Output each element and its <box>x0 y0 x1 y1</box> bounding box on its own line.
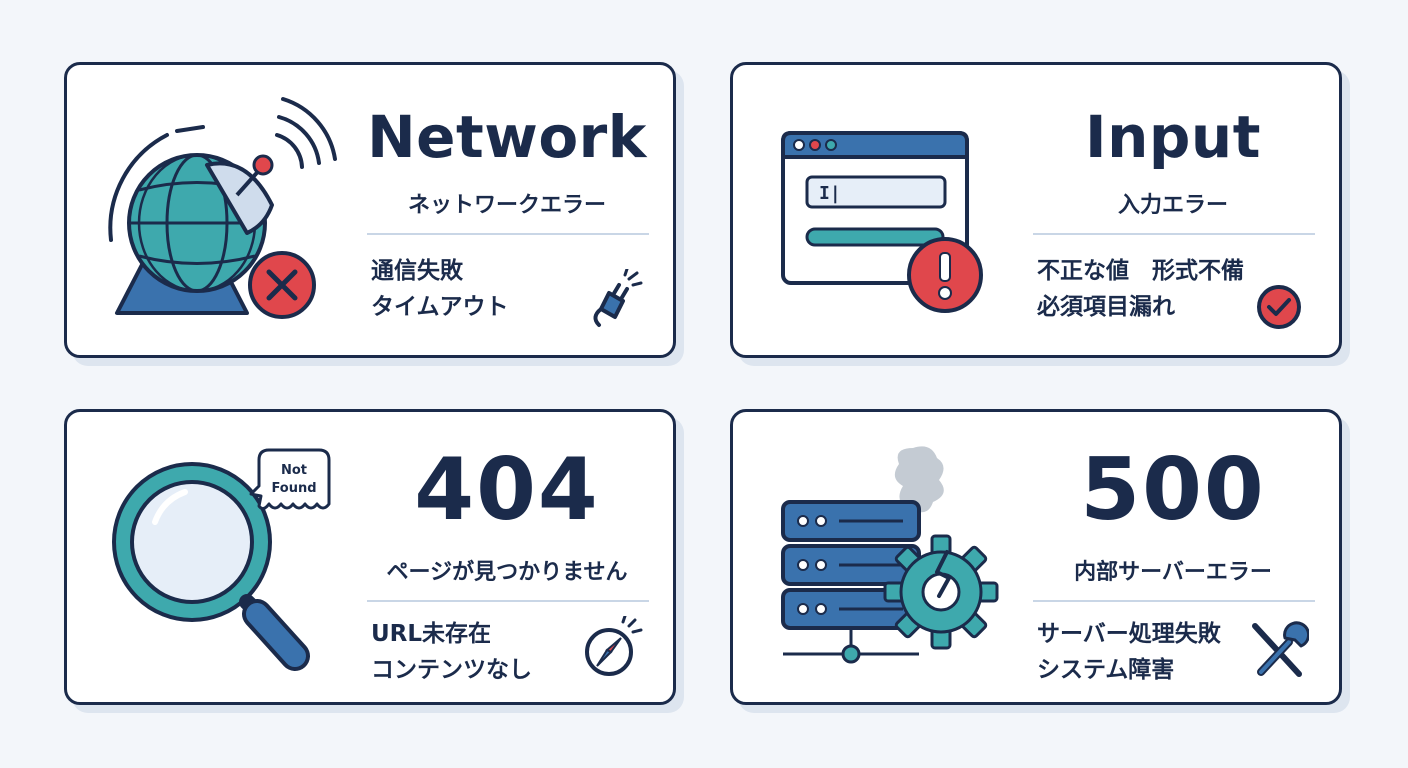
card-details: サーバー処理失敗 システム障害 <box>1037 616 1221 688</box>
check-circle-icon <box>1257 285 1301 329</box>
detail-item: タイムアウト <box>371 294 509 320</box>
divider <box>367 600 649 602</box>
card-title: 404 <box>414 440 600 540</box>
close-icon <box>248 251 316 319</box>
card-title: 500 <box>1080 440 1266 540</box>
card-subtitle: ネットワークエラー <box>407 193 606 218</box>
detail-item: システム障害 <box>1037 657 1175 683</box>
detail-item: サーバー処理失敗 <box>1037 621 1221 647</box>
exclamation-icon <box>907 237 983 313</box>
svg-text:I|: I| <box>819 183 841 204</box>
magnifier-icon: Not Found <box>112 448 331 671</box>
detail-item: 必須項目漏れ <box>1037 294 1175 320</box>
browser-window-icon: I| <box>781 131 983 313</box>
not-found-card: Not Found 404 ページが見つかりません URL未存在 コンテンツなし <box>64 409 676 705</box>
detail-item: コンテンツなし <box>371 657 532 683</box>
card-subtitle: 内部サーバーエラー <box>1074 560 1272 585</box>
compass-icon <box>585 616 643 676</box>
card-title: Input <box>1085 103 1261 171</box>
network-error-card: Network ネットワークエラー 通信失敗 タイムアウト <box>64 62 676 358</box>
card-details: URL未存在 コンテンツなし <box>371 616 532 688</box>
wrench-icon <box>1252 621 1309 677</box>
server-error-card: 500 内部サーバーエラー サーバー処理失敗 システム障害 <box>730 409 1342 705</box>
gear-icon <box>883 534 999 650</box>
input-error-card: I| Input 入力エラー 不正な値 形式不備 必須項目漏れ <box>730 62 1342 358</box>
detail-item: URL未存在 <box>371 621 492 647</box>
divider <box>367 233 649 235</box>
detail-item: 不正な値 形式不備 <box>1037 258 1244 284</box>
card-details: 不正な値 形式不備 必須項目漏れ <box>1037 253 1244 325</box>
server-icon <box>781 446 999 664</box>
bubble-text: Not <box>281 463 307 478</box>
detail-item: 通信失敗 <box>371 258 463 284</box>
divider <box>1033 600 1315 602</box>
divider <box>1033 233 1315 235</box>
plug-icon <box>593 269 643 327</box>
card-title: Network <box>367 103 647 171</box>
card-subtitle: ページが見つかりません <box>386 560 628 585</box>
card-details: 通信失敗 タイムアウト <box>371 253 509 325</box>
not-found-bubble: Not Found <box>249 448 331 511</box>
card-subtitle: 入力エラー <box>1117 193 1228 218</box>
satellite-dish-icon <box>108 97 337 319</box>
bubble-text: Found <box>271 481 316 496</box>
